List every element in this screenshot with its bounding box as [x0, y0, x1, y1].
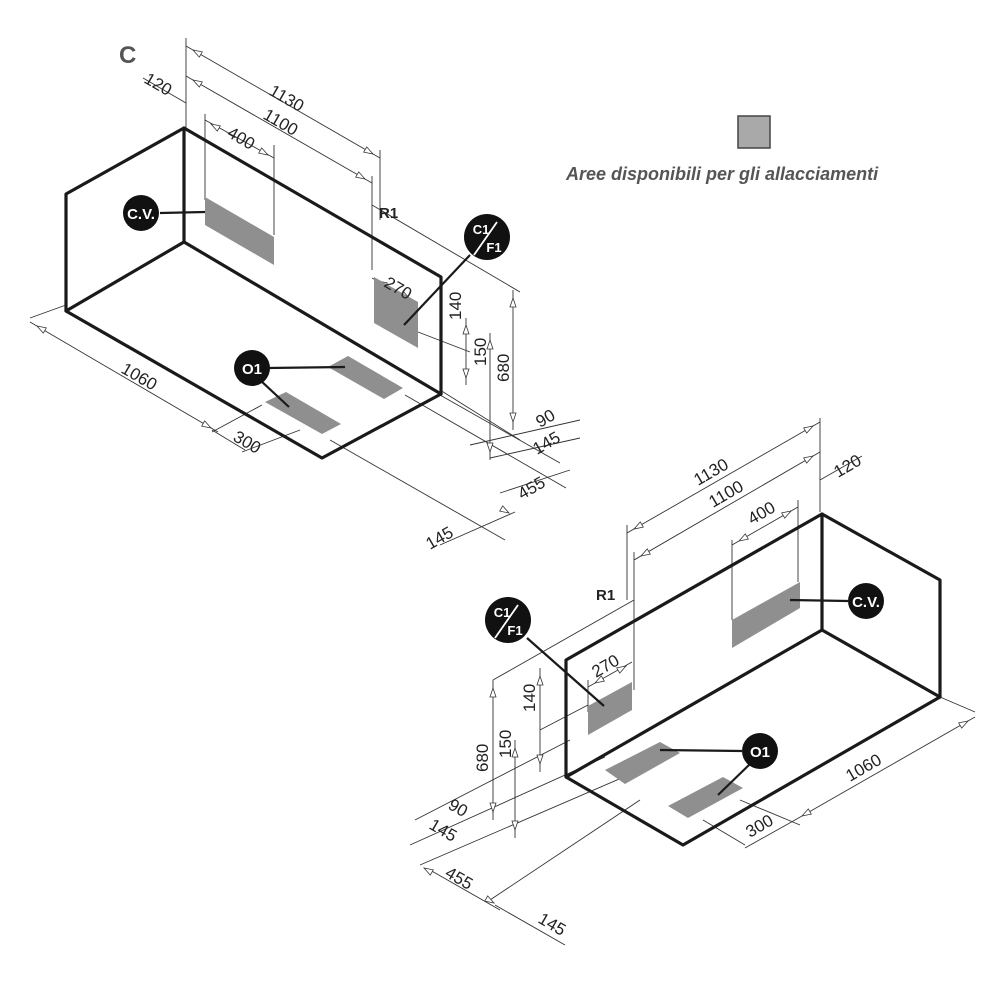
dim-680: 680: [473, 744, 492, 772]
view-bottom-right: 1130 1100 120 400 270 140 150 680 90 145…: [409, 418, 976, 946]
area-c1f1: [374, 277, 418, 348]
dim-120: 120: [141, 69, 175, 100]
dim-120: 120: [831, 451, 865, 482]
area-o1-b: [668, 777, 743, 818]
dim-145-a: 145: [530, 428, 564, 459]
connection-areas-bottom-right: [588, 582, 800, 818]
dimension-lines-top-left: [29, 38, 581, 546]
dim-680: 680: [494, 354, 513, 382]
area-c1f1: [588, 682, 632, 735]
dim-455: 455: [515, 473, 549, 504]
dim-400: 400: [224, 123, 258, 154]
label-r1: R1: [596, 587, 615, 604]
dim-90: 90: [533, 406, 559, 432]
badge-o1: O1: [234, 350, 270, 386]
dim-455: 455: [442, 863, 476, 894]
label-r1: R1: [379, 205, 398, 222]
legend-text: Aree disponibili per gli allacciamenti: [565, 164, 879, 184]
dim-300: 300: [230, 427, 264, 458]
dimension-arrows-bottom-right: [422, 423, 970, 906]
badge-c1f1: C1 F1: [485, 597, 531, 643]
view-top-left: C: [29, 38, 581, 554]
svg-text:C1: C1: [494, 605, 511, 620]
dim-1060: 1060: [118, 359, 160, 394]
svg-text:C.V.: C.V.: [852, 594, 880, 611]
dim-400: 400: [745, 498, 779, 529]
legend: Aree disponibili per gli allacciamenti: [565, 115, 879, 184]
badge-cv: C.V.: [848, 583, 884, 619]
dim-90: 90: [445, 795, 471, 821]
area-o1-a: [605, 742, 680, 784]
unit-box-top-left: [64, 126, 443, 460]
svg-text:F1: F1: [507, 623, 522, 638]
dimension-lines-bottom-right: [409, 418, 976, 946]
callouts-bottom-right: C.V. C1 F1 O1: [485, 583, 884, 796]
dim-270: 270: [589, 651, 623, 682]
svg-text:F1: F1: [486, 240, 501, 255]
area-cv: [205, 197, 274, 265]
badge-o1: O1: [742, 733, 778, 769]
svg-text:O1: O1: [242, 361, 262, 378]
area-o1-b: [265, 392, 341, 434]
dim-145-b: 145: [423, 523, 457, 554]
dim-150: 150: [496, 730, 515, 758]
svg-text:O1: O1: [750, 744, 770, 761]
dim-140: 140: [520, 684, 539, 712]
legend-swatch: [737, 115, 771, 149]
svg-text:C.V.: C.V.: [127, 206, 155, 223]
unit-box-bottom-right: [564, 512, 942, 847]
badge-c1f1: C1 F1: [464, 214, 510, 260]
area-o1-a: [328, 356, 403, 399]
dim-1060: 1060: [843, 750, 885, 785]
callouts-top-left: C.V. C1 F1 O1: [123, 195, 510, 408]
area-cv: [732, 582, 800, 648]
dim-145-b: 145: [535, 909, 569, 940]
dim-140: 140: [446, 292, 465, 320]
svg-text:C1: C1: [473, 222, 490, 237]
dim-145-a: 145: [426, 815, 460, 846]
badge-cv: C.V.: [123, 195, 159, 231]
figure-label: C: [119, 42, 136, 69]
dim-300: 300: [743, 811, 777, 842]
connection-areas-top-left: [205, 197, 418, 434]
dim-150: 150: [471, 338, 490, 366]
